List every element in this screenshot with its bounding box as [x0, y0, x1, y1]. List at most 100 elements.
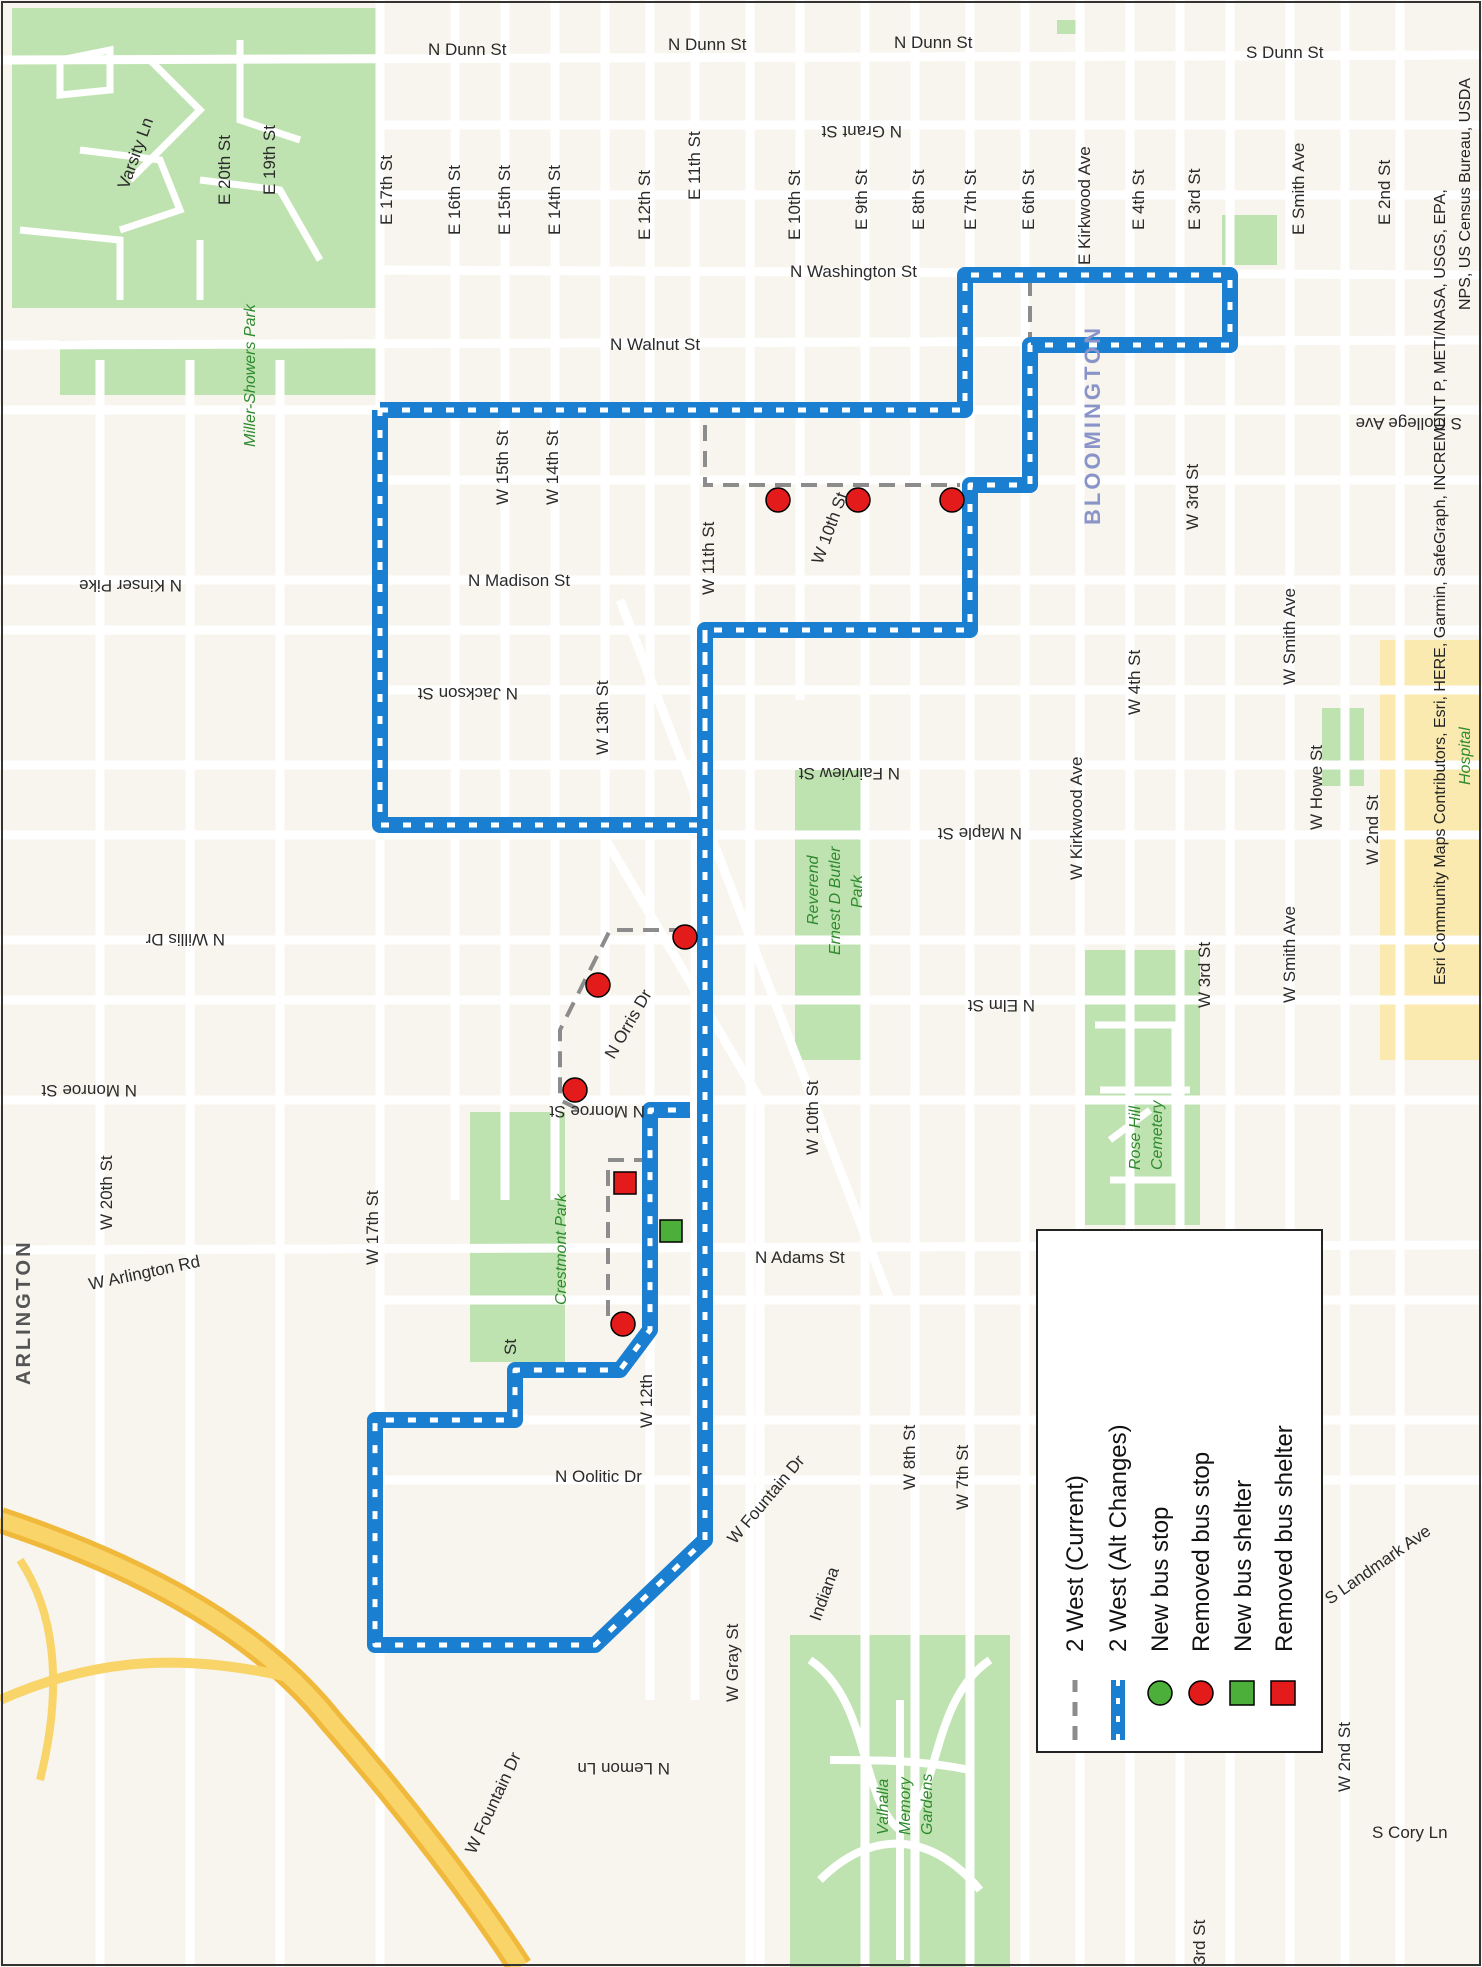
removed-bus-stop — [672, 924, 698, 950]
street-label: N Walnut St — [610, 335, 700, 354]
legend-swatch-new-stop — [1147, 1680, 1173, 1706]
removed-bus-stop — [845, 487, 871, 513]
legend-label: Removed bus shelter — [1271, 1425, 1298, 1652]
street-label: W Smith Ave — [1280, 588, 1299, 685]
street-label: E 10th St — [785, 170, 804, 240]
legend-swatch-new-shelter — [1229, 1680, 1255, 1706]
highway — [0, 1507, 531, 1967]
street-label: N Elm St — [968, 996, 1035, 1015]
street-label: W 2nd St — [1335, 1722, 1354, 1792]
new-bus-shelter — [659, 1219, 683, 1243]
legend-box — [1036, 1229, 1323, 1753]
miller-showers-park-area — [60, 340, 377, 395]
park-label-crestmont: Crestmont Park — [553, 1193, 570, 1305]
park-label-butler-2: Ernest D Butler — [827, 846, 844, 955]
street-label: E 20th St — [215, 135, 234, 205]
legend-swatch-removed-shelter — [1270, 1680, 1296, 1706]
alt-route-line — [367, 267, 1238, 1653]
street-label: E 8th St — [909, 169, 928, 230]
street-label: W 8th St — [900, 1425, 919, 1490]
street-label: W 10th St — [803, 1080, 822, 1155]
park-label-butler-3: Park — [849, 874, 866, 908]
street-label: E 2nd St — [1375, 160, 1394, 225]
street-label: W 3rd St — [1183, 464, 1202, 530]
street-label: E Kirkwood Ave — [1075, 146, 1094, 265]
street-label: E 9th St — [852, 169, 871, 230]
street-label: E 4th St — [1129, 169, 1148, 230]
street-label: W 13th St — [593, 680, 612, 755]
street-label: N Dunn St — [894, 33, 973, 52]
street-label: E 19th St — [260, 125, 279, 195]
removed-bus-stop — [939, 487, 965, 513]
street-label: E 14th St — [545, 165, 564, 235]
street-label: W Kirkwood Ave — [1067, 757, 1086, 880]
street-label: W Gray St — [723, 1623, 742, 1702]
removed-bus-stop — [765, 487, 791, 513]
street-label: W 17th St — [363, 1190, 382, 1265]
removed-bus-stop — [562, 1077, 588, 1103]
removed-bus-stop — [610, 1311, 636, 1337]
street-label: N Madison St — [468, 571, 570, 590]
street-label: W Smith Ave — [1280, 906, 1299, 1003]
campus-paths — [19, 40, 324, 300]
street-label: W 15th St — [493, 430, 512, 505]
park-label-valhalla-2: Memory — [897, 1776, 914, 1835]
legend-label: New bus stop — [1147, 1507, 1174, 1652]
park-label-miller-showers: Miller-Showers Park — [242, 303, 259, 447]
street-label: N Oolitic Dr — [555, 1467, 642, 1486]
street-label: W 12th — [637, 1374, 656, 1428]
street-label: N Dunn St — [668, 35, 747, 54]
street-label: E 6th St — [1019, 169, 1038, 230]
street-label: N Dunn St — [428, 40, 507, 59]
park-label-rose-hill-2: Cemetery — [1149, 1100, 1166, 1170]
legend-label: 2 West (Alt Changes) — [1105, 1424, 1132, 1652]
city-label-bloomington: BLOOMINGTON — [1080, 325, 1105, 525]
removed-bus-stop — [585, 972, 611, 998]
attribution-line-2: NPS, US Census Bureau, USDA — [1457, 78, 1474, 310]
crestmont-park-area — [470, 1112, 565, 1362]
street-label: E Smith Ave — [1289, 143, 1308, 235]
street-label: E 3rd St — [1185, 168, 1204, 230]
street-label: E 16th St — [445, 165, 464, 235]
street-label: St — [501, 1339, 520, 1355]
removed-bus-shelter — [613, 1171, 637, 1195]
street-label: S Cory Ln — [1372, 1823, 1448, 1842]
street-label: W 3rd St — [1195, 942, 1214, 1008]
route-alt — [367, 267, 1238, 1653]
street-label: N Adams St — [755, 1248, 845, 1267]
street-label: W 2nd St — [1363, 795, 1382, 865]
street-label: N Monroe St — [41, 1081, 137, 1100]
iu-campus-area — [12, 8, 377, 308]
street-label: W 4th St — [1125, 650, 1144, 715]
park-label-rose-hill-1: Rose Hill — [1127, 1106, 1144, 1170]
street-label: W 7th St — [953, 1445, 972, 1510]
bus-stops — [562, 487, 965, 1337]
park-label-butler-1: Reverend — [805, 855, 822, 925]
legend-label: Removed bus stop — [1188, 1452, 1215, 1652]
street-label: 3rd St — [1190, 1919, 1209, 1965]
street-label: S Dunn St — [1246, 43, 1324, 62]
street-label: W 11th St — [699, 521, 718, 595]
street-label: E 7th St — [961, 169, 980, 230]
street-label: N Kinser Pike — [79, 576, 182, 595]
street-label: N Washington St — [790, 262, 917, 281]
street-label: N Maple St — [938, 824, 1022, 843]
street-label: E 12th St — [635, 170, 654, 240]
park-area-top — [1057, 20, 1081, 34]
street-label: N Willis Dr — [145, 930, 225, 949]
street-label: E 15th St — [495, 165, 514, 235]
street-label: N Grant St — [821, 122, 902, 141]
valhalla-paths — [807, 1656, 993, 1960]
street-label: W Howe St — [1307, 745, 1326, 830]
legend: 2 West (Current) 2 West (Alt Changes) Ne… — [1036, 1229, 1323, 1753]
legend-swatch-removed-stop — [1188, 1680, 1214, 1706]
attribution-line-1: Esri Community Maps Contributors, Esri, … — [1432, 189, 1449, 985]
park-label-valhalla-3: Gardens — [919, 1774, 936, 1835]
street-label: E 17th St — [377, 155, 396, 225]
street-label: N Lemon Ln — [577, 1759, 670, 1778]
butler-park-area — [795, 770, 865, 1060]
street-label: N Monroe St — [549, 1102, 645, 1121]
